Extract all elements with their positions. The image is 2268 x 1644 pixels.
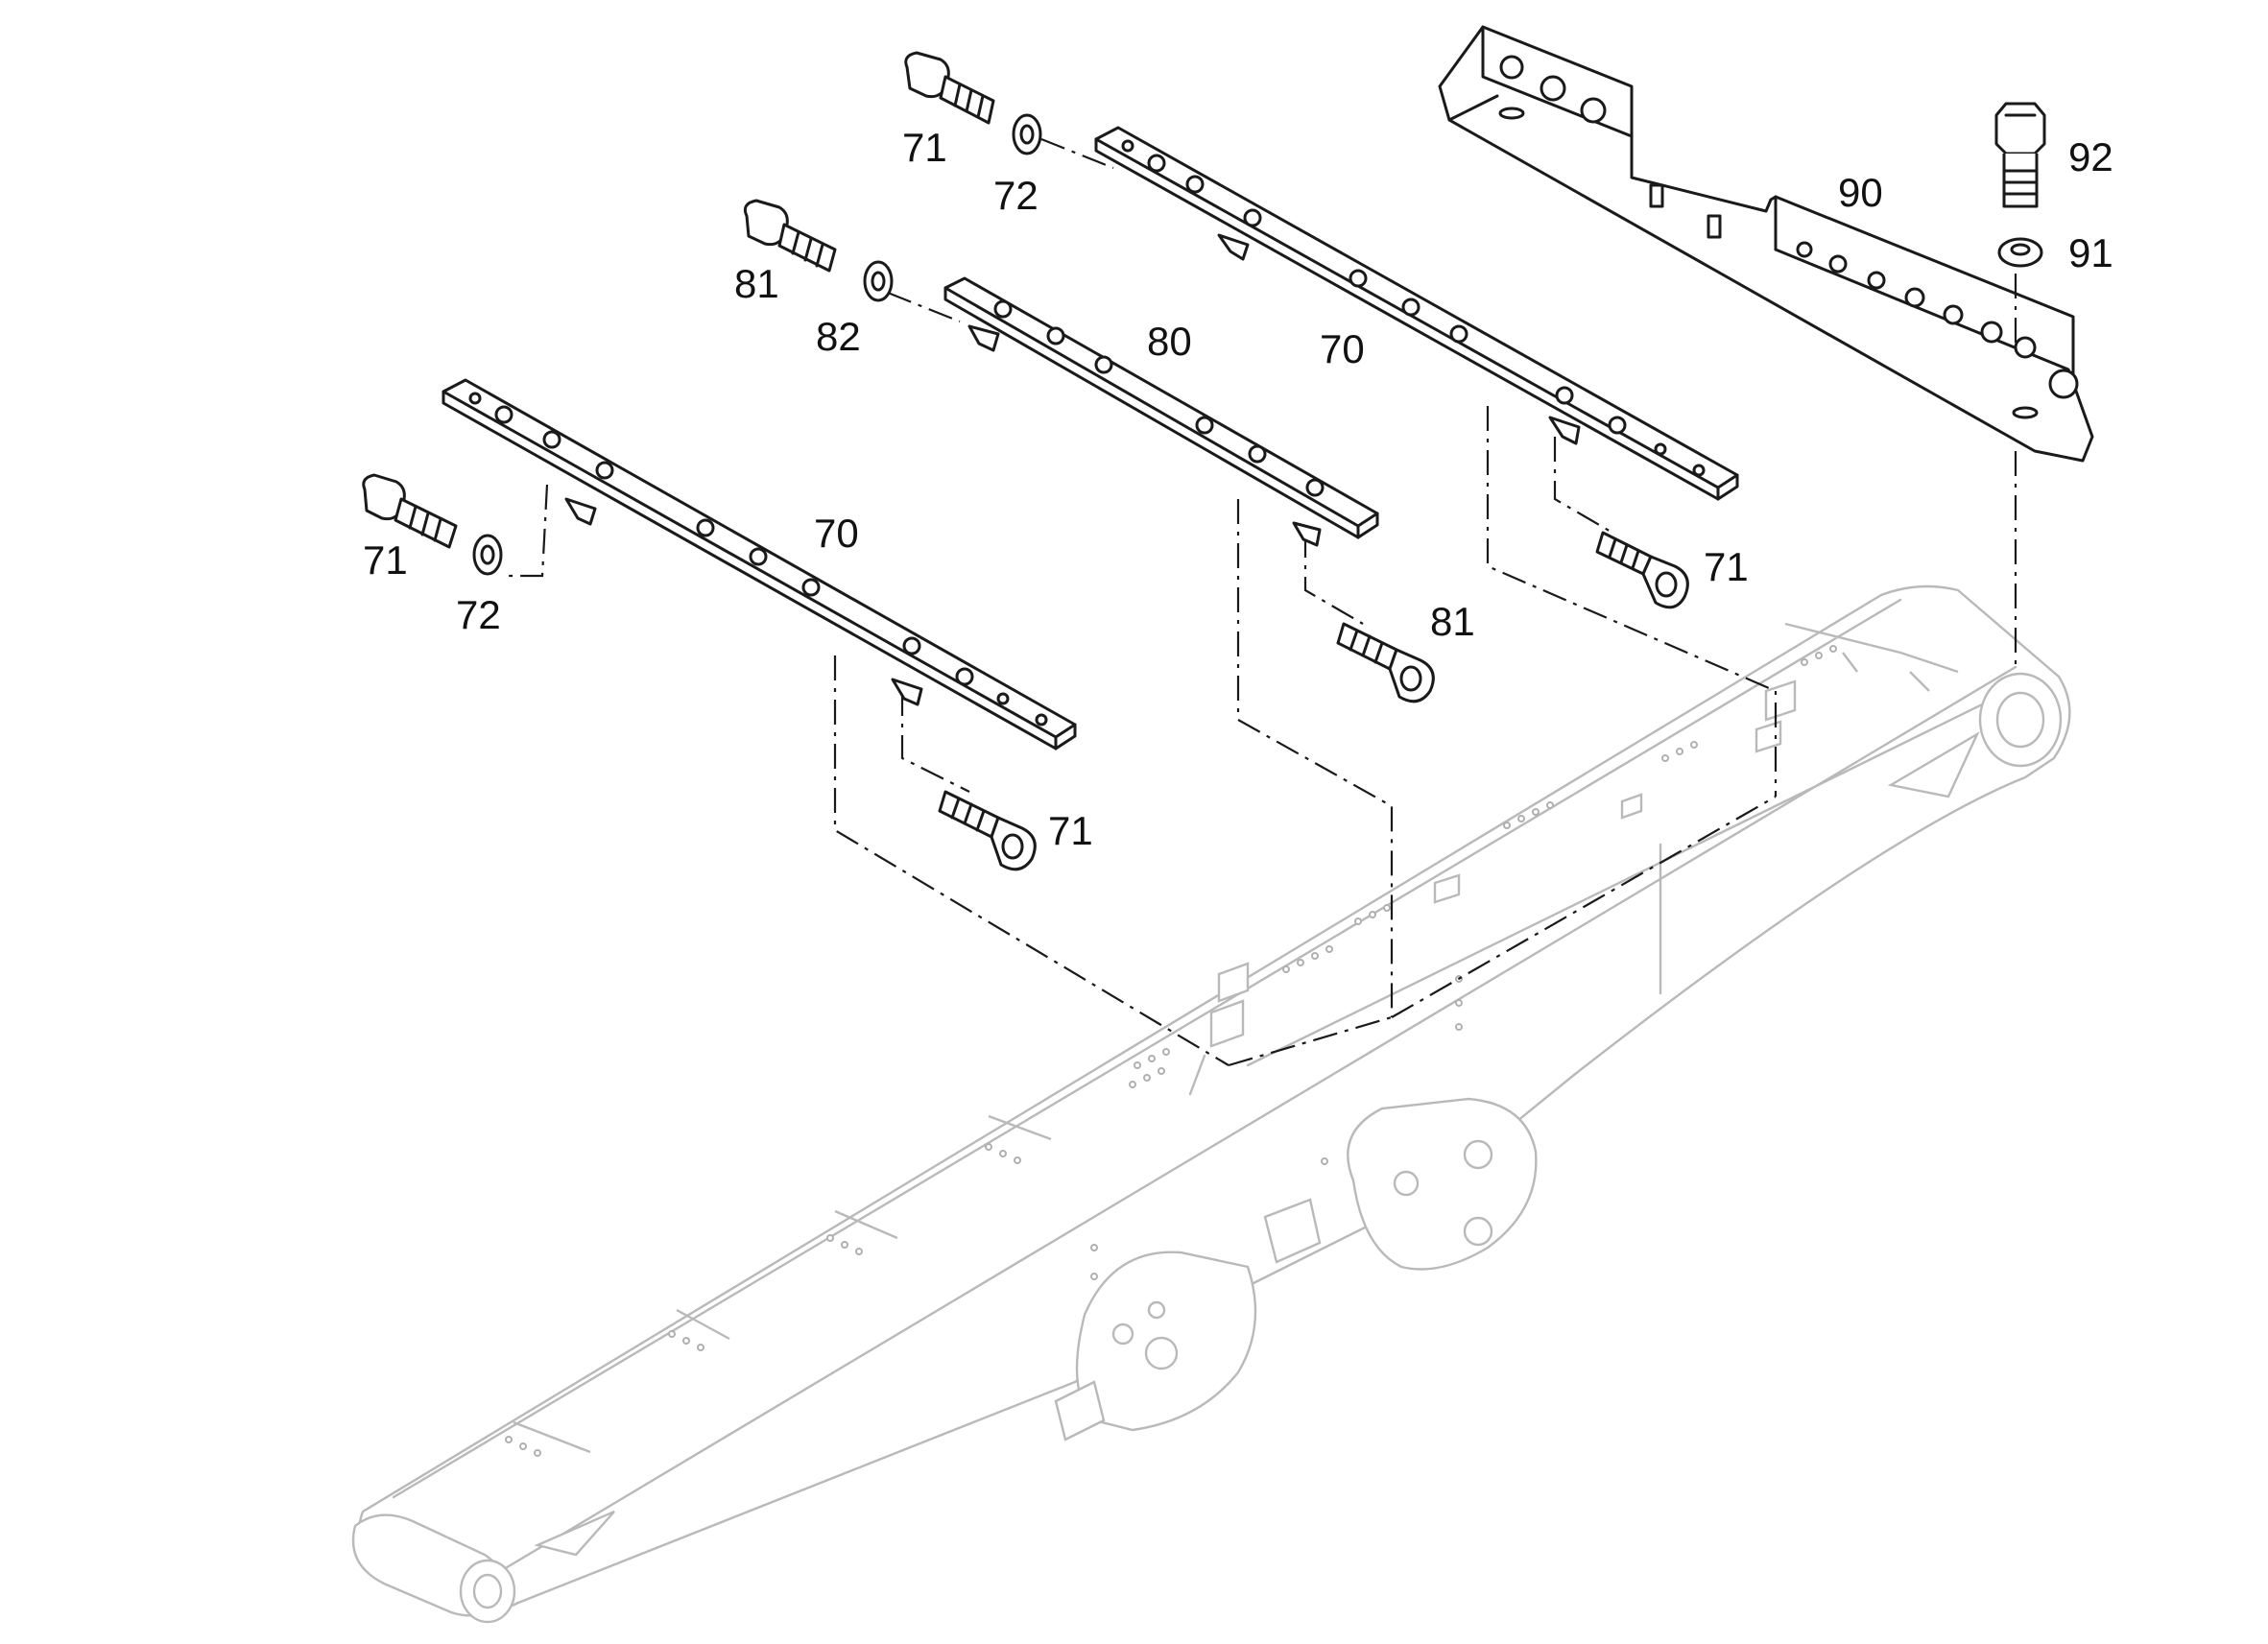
washer-72-top xyxy=(1012,113,1042,155)
assembly-leader-lines xyxy=(509,137,2017,1067)
callout-81-top: 81 xyxy=(734,261,779,306)
guide-bar-70-upper xyxy=(1094,126,1739,501)
guide-bar-70-lower xyxy=(442,378,1077,751)
socket-screw-71-lower-left xyxy=(938,790,1037,871)
callout-91: 91 xyxy=(2068,230,2113,275)
socket-screw-81-lower xyxy=(1336,622,1435,703)
callout-72-left: 72 xyxy=(456,592,501,637)
socket-screw-71-upper-right xyxy=(1595,531,1689,609)
callout-92: 92 xyxy=(2068,134,2113,179)
callout-80: 80 xyxy=(1147,319,1192,364)
callout-90: 90 xyxy=(1838,170,1883,215)
socket-screw-71-left xyxy=(362,473,458,549)
callout-81-lower: 81 xyxy=(1430,599,1475,644)
callout-82: 82 xyxy=(816,314,861,359)
callout-71-left: 71 xyxy=(363,537,408,583)
callout-72-top: 72 xyxy=(993,173,1039,218)
bracket-90 xyxy=(1438,25,2094,463)
callout-71-upper-right: 71 xyxy=(1704,544,1749,589)
excavator-boom xyxy=(351,584,2071,1624)
washer-91 xyxy=(1997,237,2043,268)
guide-bar-80 xyxy=(943,276,1379,547)
socket-screw-71-top xyxy=(904,51,995,125)
callout-labels: 71 72 81 82 80 70 90 92 91 70 71 72 71 8… xyxy=(363,125,2113,853)
boom-hole-pattern xyxy=(505,645,1837,1457)
hex-bolt-92 xyxy=(1994,102,2046,208)
socket-screw-81-top xyxy=(743,199,837,273)
callout-70-upper: 70 xyxy=(1320,326,1365,371)
callout-71-lower: 71 xyxy=(1048,808,1093,853)
washer-72-left xyxy=(472,534,503,576)
washer-82 xyxy=(863,260,894,302)
callout-70-lower: 70 xyxy=(814,511,859,556)
callout-71-top: 71 xyxy=(902,125,947,170)
